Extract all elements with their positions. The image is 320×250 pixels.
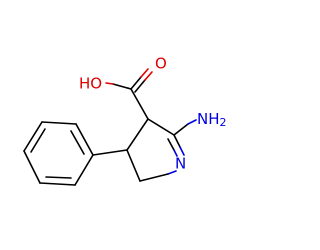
amino-label: NH2	[197, 110, 227, 130]
pyrroline-ring	[126, 118, 197, 182]
amino-symbol: NH	[197, 110, 220, 128]
ring-nitrogen-label: N	[175, 155, 186, 173]
phenyl-ring	[23, 121, 128, 186]
bond-c5-nh2	[173, 123, 189, 136]
phenyl-bond-1	[75, 123, 94, 156]
bond-oh-red	[105, 82, 114, 85]
phenyl-double-2	[30, 128, 46, 153]
phenyl-bond-6	[74, 154, 94, 186]
bond-c5-nh2-blue	[187, 119, 197, 125]
bond-co-double-2	[134, 79, 146, 93]
carboxyl-group	[105, 68, 153, 120]
bond-c3-c4	[126, 118, 149, 151]
bond-ccooh-oh	[112, 83, 132, 90]
bond-co-double-1-red	[140, 68, 149, 78]
hydroxyl-label: HO	[79, 75, 102, 93]
molecule-structure: O HO NH2 N	[23, 55, 227, 186]
carbonyl-oxygen-label: O	[155, 55, 167, 73]
phenyl-bond-5	[39, 182, 76, 186]
bond-c3-phenyl	[92, 149, 128, 156]
bond-c5-n1-double-inner	[167, 138, 175, 151]
phenyl-bond-3	[23, 121, 43, 152]
phenyl-double-1	[70, 130, 85, 155]
phenyl-bond-4	[23, 150, 41, 184]
bond-c5-n1-double-outer	[173, 134, 181, 148]
bond-n1-c2	[139, 173, 169, 182]
bond-c5-n1-double-inner-blue	[173, 149, 178, 157]
bond-c2-c3	[126, 149, 141, 182]
bond-co-double-2-red	[144, 71, 153, 81]
phenyl-bond-2	[41, 121, 77, 125]
bond-co-double-1	[130, 76, 142, 90]
bond-n1-c2-blue	[167, 170, 177, 175]
phenyl-double-3	[45, 176, 72, 179]
amino-subscript: 2	[220, 116, 227, 129]
bond-c4-c5	[147, 118, 175, 136]
bond-c4-ccooh	[130, 88, 149, 120]
bond-c5-n1-double-outer-blue	[179, 146, 185, 156]
